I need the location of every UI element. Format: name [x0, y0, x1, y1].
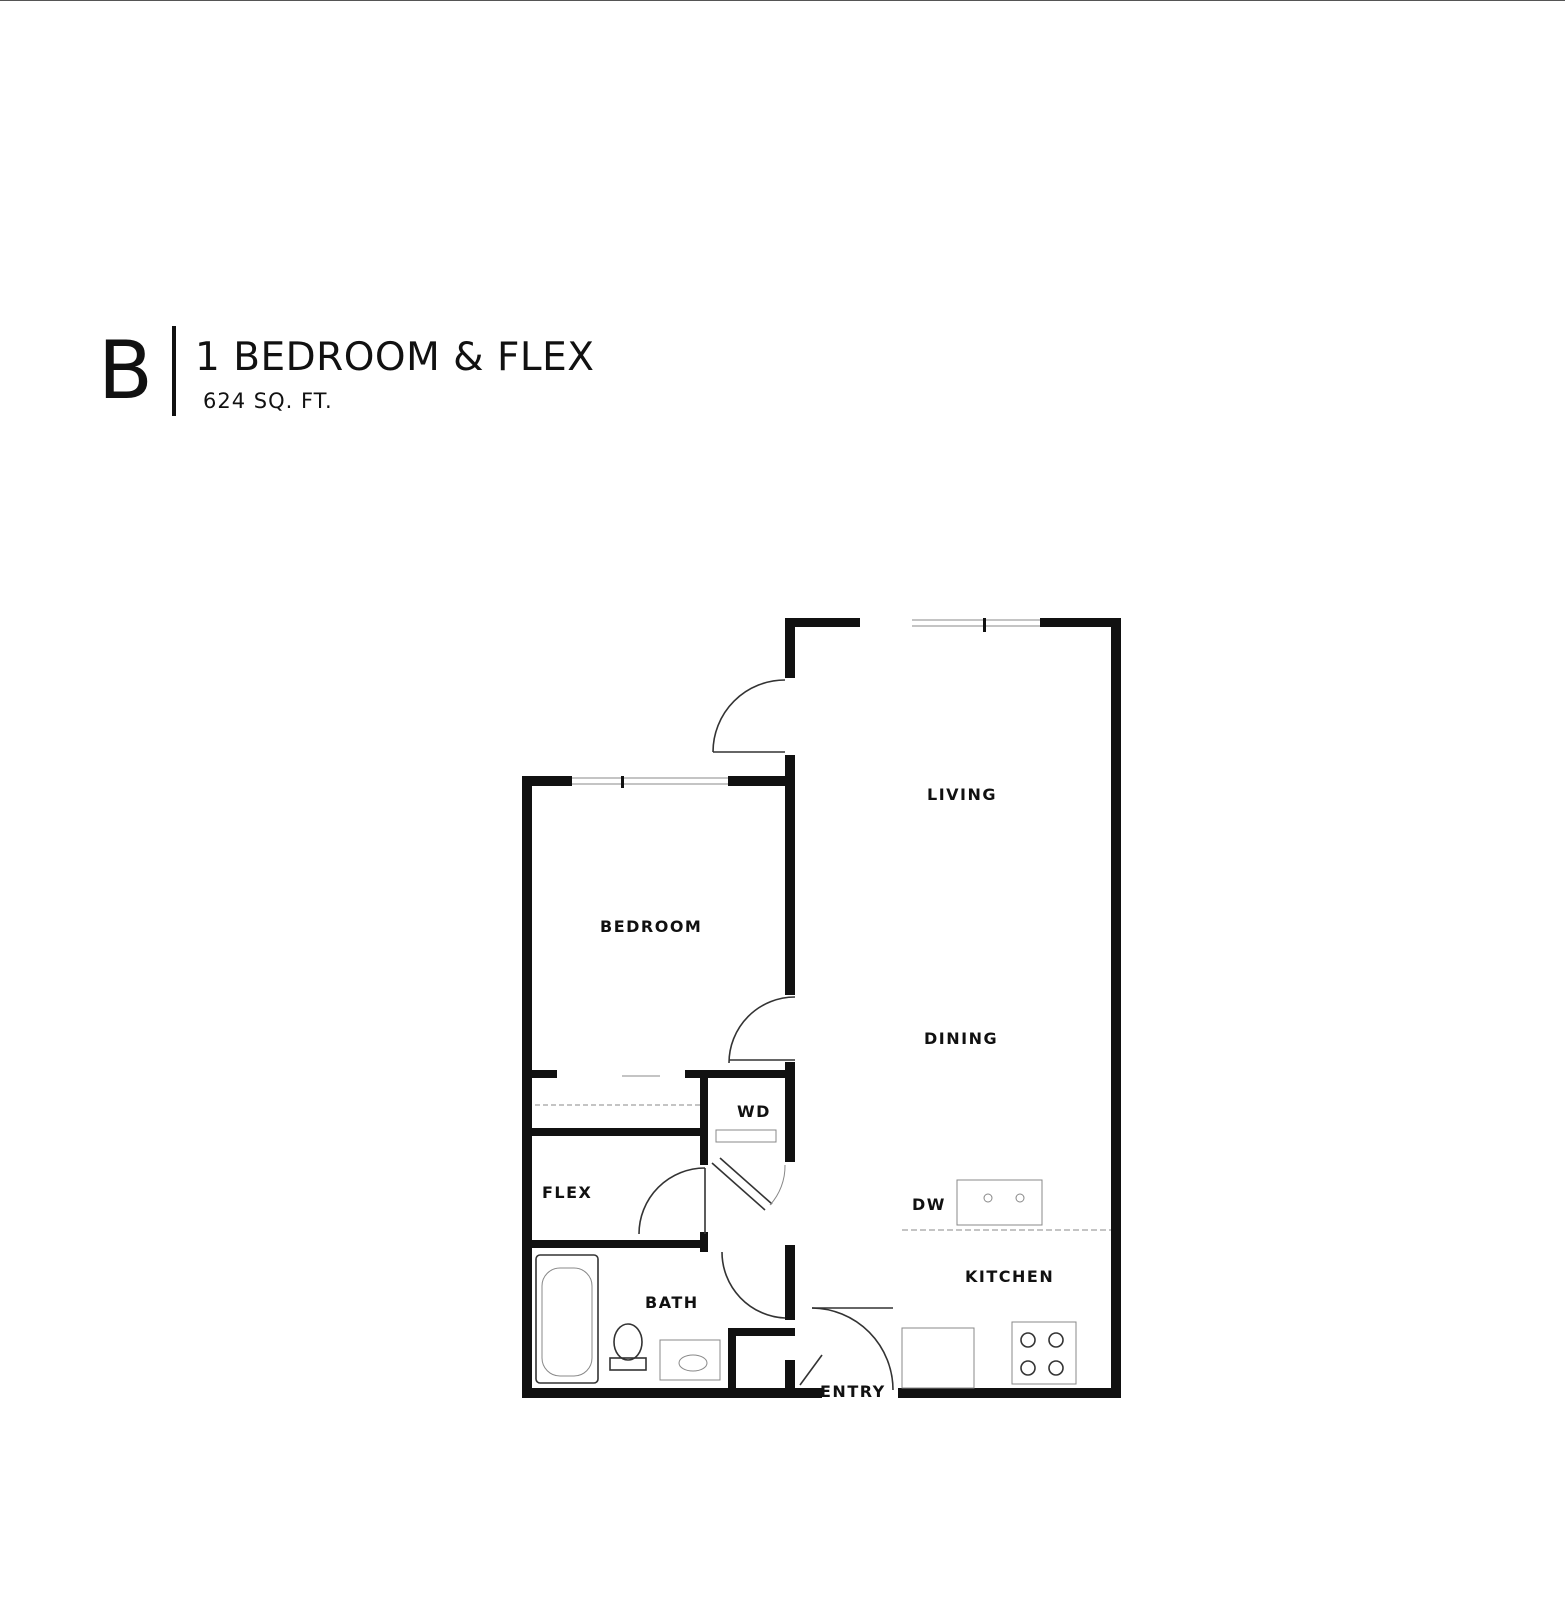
room-label-wd: WD — [737, 1102, 771, 1121]
room-label-dw: DW — [912, 1195, 946, 1214]
room-label-entry: ENTRY — [820, 1382, 886, 1401]
windows — [535, 618, 1111, 1231]
room-label-bath: BATH — [645, 1293, 699, 1312]
room-label-living: LIVING — [927, 785, 997, 804]
room-label-bedroom: BEDROOM — [600, 917, 702, 936]
unit-type-letter: B — [98, 324, 153, 417]
room-label-dining: DINING — [924, 1029, 998, 1048]
room-label-flex: FLEX — [542, 1183, 592, 1202]
top-border-line — [0, 0, 1565, 1]
title-divider — [172, 326, 176, 416]
door-swings — [638, 679, 894, 1391]
plan-title: 1 BEDROOM & FLEX — [195, 335, 595, 380]
room-label-kitchen: KITCHEN — [965, 1267, 1054, 1286]
walls — [522, 618, 1121, 1398]
plan-area: 624 SQ. FT. — [203, 389, 333, 413]
fixtures — [535, 1129, 1077, 1389]
